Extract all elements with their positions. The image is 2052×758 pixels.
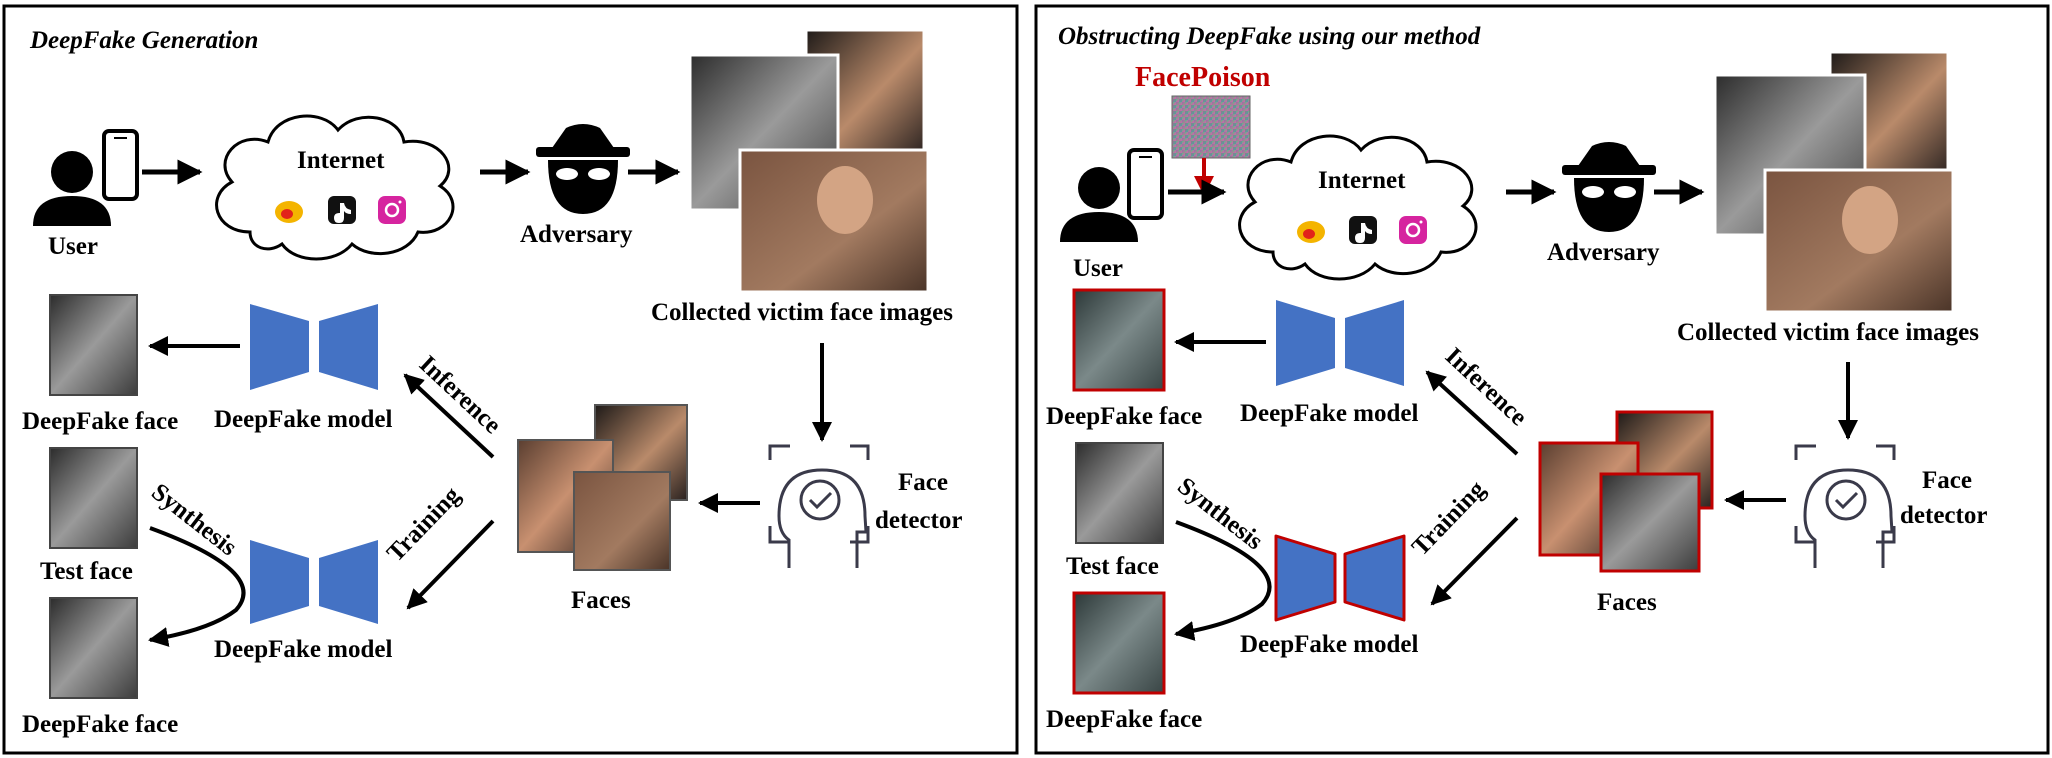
cloud-icon [215,114,455,261]
internet-label-right: Internet [1318,167,1406,194]
adversary-icon [536,124,630,214]
deepfake-face-top-label: DeepFake face [22,408,178,435]
weibo-icon-right [1297,221,1325,243]
collected-victim-images-right [1713,50,1955,314]
user-label-right: User [1073,255,1123,282]
instagram-icon [378,196,406,224]
face-detector-icon-right [1794,444,1896,568]
user-icon [33,151,111,226]
test-face-label-right: Test face [1066,553,1159,580]
arrow-training-right [1430,516,1519,606]
phone-icon-right [1127,148,1164,220]
inference-label-right: Inference [1440,343,1532,432]
deepfake-face-top-image-right [1072,288,1166,392]
noise-icon [1171,95,1251,159]
test-face-label: Test face [40,558,133,585]
right-panel: Obstructing DeepFake using our method Fa… [1034,4,2050,755]
right-panel-frame [1034,4,2050,755]
deepfake-model-bottom-label-right: DeepFake model [1240,631,1418,658]
deepfake-face-bottom-label-right: DeepFake face [1046,706,1202,733]
user-icon-right [1060,167,1138,242]
instagram-icon-right [1399,216,1427,244]
deepfake-face-top-label-right: DeepFake face [1046,403,1202,430]
adversary-label-right: Adversary [1547,239,1660,266]
collected-label-right: Collected victim face images [1677,319,1979,346]
deepfake-model-bottom-label: DeepFake model [214,636,392,663]
right-panel-title: Obstructing DeepFake using our method [1058,23,1481,50]
left-panel-title: DeepFake Generation [29,27,258,54]
arrow-inference-right [1425,370,1519,456]
deepfake-model-top-label: DeepFake model [214,406,392,433]
synthesis-curve-right [1174,520,1272,641]
deepfake-face-bottom-label: DeepFake face [22,711,178,738]
deepfake-face-top-image [49,294,138,396]
face-detector-label-1: Face [898,469,948,496]
face-detector-label-2-right: detector [1900,502,1987,529]
adversary-icon-right [1562,142,1656,232]
tiktok-icon [328,196,356,224]
faces-label: Faces [571,587,631,614]
user-label: User [48,233,98,260]
arrow-training [406,519,495,610]
model-icon-bottom-right [1274,534,1406,622]
deepfake-model-top-label-right: DeepFake model [1240,400,1418,427]
face-detector-label-2: detector [875,507,962,534]
facepoison-label: FacePoison [1135,62,1271,93]
collected-label: Collected victim face images [651,299,953,326]
deepfake-face-bottom-image-right [1072,591,1166,695]
internet-label: Internet [297,147,385,174]
model-icon-right [1276,300,1404,386]
faces-crops [517,404,688,571]
left-panel: DeepFake Generation User Internet [2,4,1019,755]
face-detector-label-1-right: Face [1922,467,1972,494]
collected-victim-images [688,28,930,294]
test-face-image [49,447,138,549]
tiktok-icon-right [1349,216,1377,244]
synthesis-curve [148,526,246,647]
phone-icon [102,129,139,201]
model-icon [250,304,378,390]
test-face-image-right [1075,442,1164,544]
weibo-icon [275,201,303,223]
faces-crops-right [1538,410,1714,573]
arrow-inference [403,373,495,459]
synthesis-label: Synthesis [146,478,242,561]
training-label-right: Training [1407,475,1491,561]
cloud-icon-right [1238,134,1478,281]
deepfake-face-bottom-image [49,597,138,699]
faces-label-right: Faces [1597,589,1657,616]
synthesis-label-right: Synthesis [1172,472,1268,555]
training-label: Training [382,481,466,567]
model-icon-bottom [250,540,378,624]
adversary-label: Adversary [520,221,633,248]
face-detector-icon [768,444,870,568]
left-panel-frame [2,4,1019,755]
